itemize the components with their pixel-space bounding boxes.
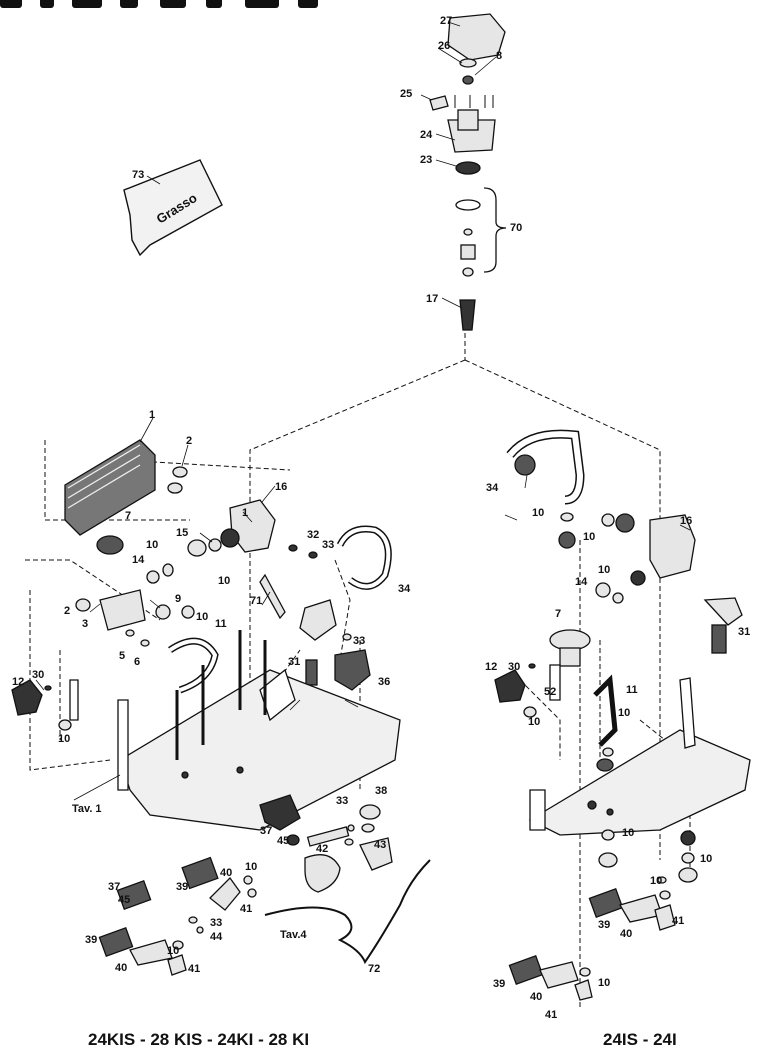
- callout-labels: 27 26 8 25 24 23 70 17 73 1 2 16 1 7 14 …: [12, 15, 750, 1021]
- callout-40b: 40: [115, 962, 127, 974]
- callout-37a: 37: [260, 825, 272, 837]
- callout-43: 43: [374, 839, 386, 851]
- callout-70: 70: [510, 222, 522, 234]
- callout-30: 30: [32, 669, 44, 681]
- callout-r10g: 10: [700, 853, 712, 865]
- callout-2b: 2: [64, 605, 70, 617]
- callout-41b: 41: [188, 963, 200, 975]
- callout-25: 25: [400, 88, 412, 100]
- callout-31: 31: [288, 656, 300, 668]
- callout-r10i: 10: [598, 977, 610, 989]
- callout-33c: 33: [336, 795, 348, 807]
- callout-1b: 1: [242, 507, 248, 519]
- callout-32: 32: [307, 529, 319, 541]
- callout-r7: 7: [555, 608, 561, 620]
- callout-10e: 10: [245, 861, 257, 873]
- callout-r31: 31: [738, 626, 750, 638]
- callout-r39a: 39: [598, 919, 610, 931]
- tav-1-label: Tav. 1: [72, 803, 102, 815]
- callout-44: 44: [210, 931, 223, 943]
- callout-5: 5: [119, 650, 125, 662]
- callout-15: 15: [176, 527, 188, 539]
- top-cropped-heading-fragment: [0, 0, 330, 9]
- callout-33b: 33: [353, 635, 365, 647]
- callout-r10d: 10: [528, 716, 540, 728]
- callout-33a: 33: [322, 539, 334, 551]
- callout-34: 34: [398, 583, 411, 595]
- callout-72: 72: [368, 963, 380, 975]
- callout-r10h: 10: [650, 875, 662, 887]
- grease-tube: [123, 159, 223, 257]
- callout-r12: 12: [485, 661, 497, 673]
- callout-r10a: 10: [532, 507, 544, 519]
- callout-r10e: 10: [618, 707, 630, 719]
- caption-right-variants: 24IS - 24I: [603, 1030, 677, 1049]
- callout-r41a: 41: [672, 915, 684, 927]
- callout-33d: 33: [210, 917, 222, 929]
- callout-r16: 16: [680, 515, 692, 527]
- callout-11: 11: [215, 618, 227, 630]
- callout-r40b: 40: [530, 991, 542, 1003]
- callout-1: 1: [149, 409, 155, 421]
- callout-6: 6: [134, 656, 140, 668]
- table-references: Tav. 1 Tav.4: [72, 803, 307, 941]
- callout-r14: 14: [575, 576, 588, 588]
- callout-26: 26: [438, 40, 450, 52]
- callout-12: 12: [12, 676, 24, 688]
- callout-10a: 10: [146, 539, 158, 551]
- callout-3: 3: [82, 618, 88, 630]
- callout-r39b: 39: [493, 978, 505, 990]
- callout-38: 38: [375, 785, 387, 797]
- callout-73: 73: [132, 169, 144, 181]
- callout-10f: 10: [167, 945, 179, 957]
- callout-24: 24: [420, 129, 433, 141]
- callout-r52: 52: [544, 686, 556, 698]
- callout-42: 42: [316, 843, 328, 855]
- callout-10d: 10: [58, 733, 70, 745]
- top-valve-assembly: [429, 13, 506, 331]
- callout-9: 9: [175, 593, 181, 605]
- callout-45a: 45: [277, 835, 289, 847]
- callout-r10f: 10: [622, 827, 634, 839]
- callout-39b: 39: [85, 934, 97, 946]
- callout-r10b: 10: [583, 531, 595, 543]
- callout-17: 17: [426, 293, 438, 305]
- callout-39a: 39: [176, 881, 188, 893]
- callout-41a: 41: [240, 903, 252, 915]
- callout-8: 8: [496, 50, 502, 62]
- callout-r41b: 41: [545, 1009, 557, 1021]
- callout-r30: 30: [508, 661, 520, 673]
- assembly-brace: [483, 187, 507, 273]
- callout-10c: 10: [196, 611, 208, 623]
- leader-lines: [35, 21, 691, 801]
- callout-40a: 40: [220, 867, 232, 879]
- left-assembly-parts: [11, 439, 401, 976]
- variant-brace: [264, 859, 431, 965]
- callout-r11: 11: [626, 684, 638, 696]
- callout-14: 14: [132, 554, 145, 566]
- callout-71: 71: [250, 595, 262, 607]
- callout-7: 7: [125, 510, 131, 522]
- screw-set: [454, 95, 494, 108]
- callout-16: 16: [275, 481, 287, 493]
- callout-23: 23: [420, 154, 432, 166]
- callout-27: 27: [440, 15, 452, 27]
- right-assembly-parts: [494, 429, 751, 1001]
- caption-left-variants: 24KIS - 28 KIS - 24KI - 28 KI: [88, 1030, 310, 1049]
- callout-r40a: 40: [620, 928, 632, 940]
- callout-10b: 10: [218, 575, 230, 587]
- callout-36: 36: [378, 676, 390, 688]
- callout-45b: 45: [118, 894, 130, 906]
- callout-r10c: 10: [598, 564, 610, 576]
- callout-37b: 37: [108, 881, 120, 893]
- tav-4-label: Tav.4: [280, 929, 307, 941]
- callout-r34: 34: [486, 482, 499, 494]
- callout-2: 2: [186, 435, 192, 447]
